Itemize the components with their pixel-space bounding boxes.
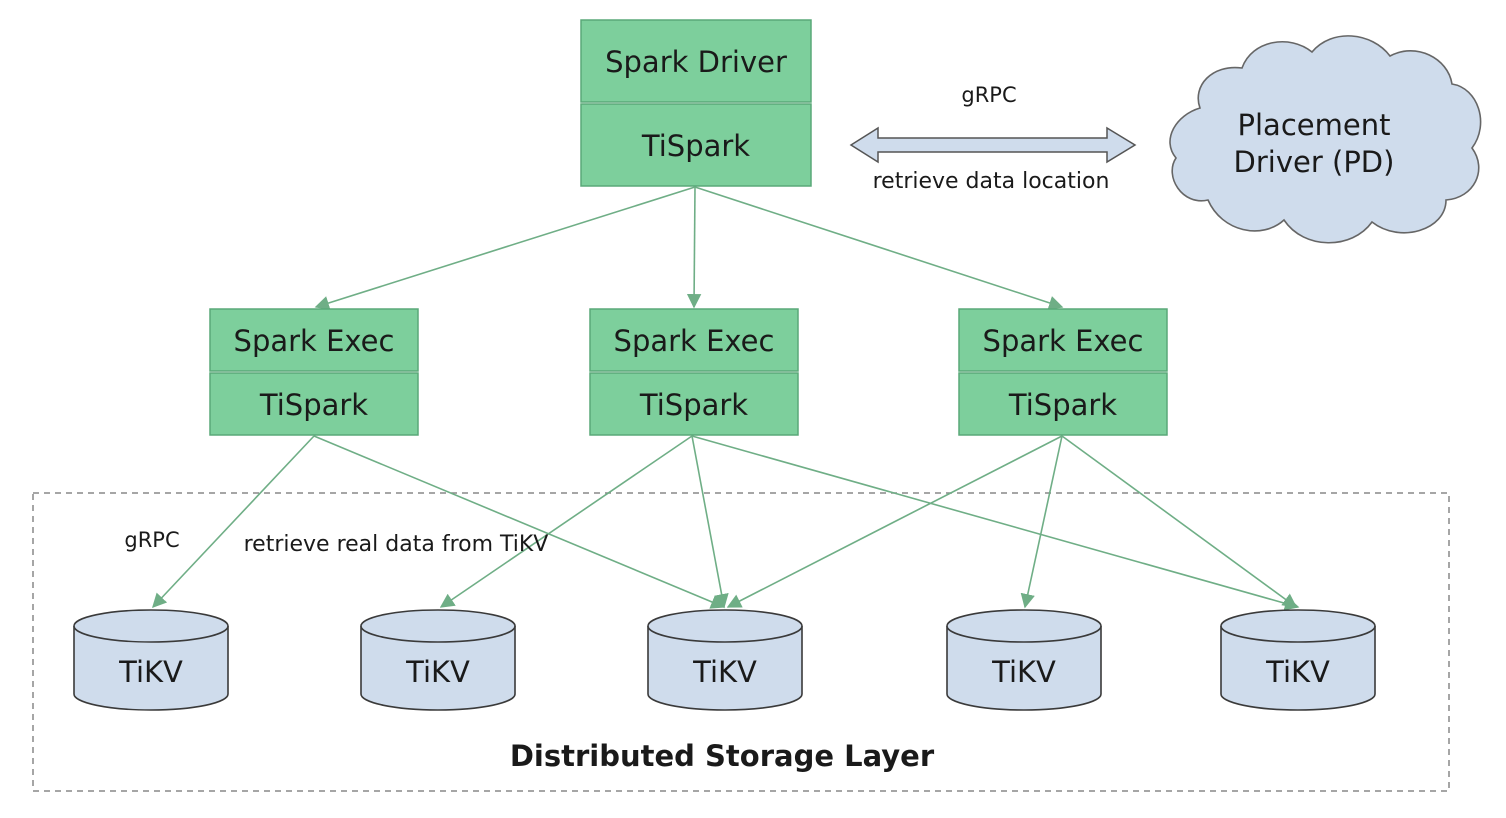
edge-driver-exec-3 <box>694 186 1064 310</box>
placement-driver-node: Placement Driver (PD) <box>1169 35 1482 244</box>
driver-tispark-label: TiSpark <box>641 129 750 163</box>
driver-tispark-box <box>580 103 812 187</box>
tikv-label: TiKV <box>1265 655 1330 689</box>
spark-driver-node: Spark Driver TiSpark <box>580 19 812 187</box>
tikv-node-1: TiKV <box>73 609 229 711</box>
edge-driver-exec-1 <box>314 186 696 310</box>
cylinder-top <box>1220 609 1376 643</box>
tikv-label: TiKV <box>991 655 1056 689</box>
tikv-label: TiKV <box>692 655 757 689</box>
tikv-node-3: TiKV <box>647 609 803 711</box>
edge-exec3-tikv5 <box>1061 435 1298 608</box>
database-cylinder-icon <box>1220 626 1376 711</box>
pd-link: gRPC retrieve data location <box>849 83 1137 194</box>
tikv-label: TiKV <box>405 655 470 689</box>
exec-tispark-box <box>209 372 419 436</box>
exec-tispark-box <box>958 372 1168 436</box>
spark-exec-node-3: Spark Exec TiSpark <box>958 308 1168 436</box>
cylinder-top <box>946 609 1102 643</box>
bidirectional-arrow-icon <box>849 126 1137 164</box>
database-cylinder-icon <box>946 626 1102 711</box>
spark-exec-node-1: Spark Exec TiSpark <box>209 308 419 436</box>
cylinder-top <box>73 609 229 643</box>
pd-link-protocol: gRPC <box>961 83 1016 107</box>
edge-exec3-tikv3 <box>726 435 1063 608</box>
placement-driver-label-line1: Placement <box>1238 108 1391 142</box>
exec-tispark-label: TiSpark <box>639 388 748 422</box>
storage-layer-title: Distributed Storage Layer <box>510 739 935 773</box>
spark-exec-label: Spark Exec <box>983 324 1144 358</box>
tikv-node-4: TiKV <box>946 609 1102 711</box>
database-cylinder-icon <box>647 626 803 711</box>
driver-to-exec-edges <box>314 186 1064 310</box>
edge-exec2-tikv2 <box>439 435 693 608</box>
spark-exec-box <box>958 308 1168 372</box>
exec-to-tikv-edges <box>152 435 1300 611</box>
exec-tispark-label: TiSpark <box>1008 388 1117 422</box>
tikv-node-2: TiKV <box>360 609 516 711</box>
edge-exec1-tikv3 <box>313 435 726 609</box>
tikv-label: TiKV <box>118 655 183 689</box>
spark-exec-box <box>589 308 799 372</box>
spark-exec-label: Spark Exec <box>614 324 775 358</box>
edge-exec2-tikv3 <box>691 435 729 609</box>
edge-exec2-tikv5 <box>691 435 1300 611</box>
placement-driver-label-line2: Driver (PD) <box>1234 145 1395 179</box>
spark-exec-box <box>209 308 419 372</box>
storage-layer-frame <box>32 492 1450 792</box>
database-cylinder-icon <box>73 626 229 711</box>
spark-exec-label: Spark Exec <box>234 324 395 358</box>
storage-link-description: retrieve real data from TiKV <box>244 532 549 557</box>
spark-driver-label: Spark Driver <box>605 45 787 79</box>
database-cylinder-icon <box>360 626 516 711</box>
spark-driver-box <box>580 19 812 103</box>
edge-driver-exec-2 <box>686 186 702 309</box>
spark-exec-node-2: Spark Exec TiSpark <box>589 308 799 436</box>
cylinder-top <box>647 609 803 643</box>
exec-tispark-label: TiSpark <box>259 388 368 422</box>
pd-link-description: retrieve data location <box>873 169 1110 194</box>
edge-exec1-tikv1 <box>152 435 315 609</box>
exec-tispark-box <box>589 372 799 436</box>
cylinder-top <box>360 609 516 643</box>
tikv-node-5: TiKV <box>1220 609 1376 711</box>
storage-link-protocol: gRPC <box>124 528 179 552</box>
cloud-icon <box>1169 35 1482 244</box>
edge-exec3-tikv4 <box>1020 435 1063 609</box>
